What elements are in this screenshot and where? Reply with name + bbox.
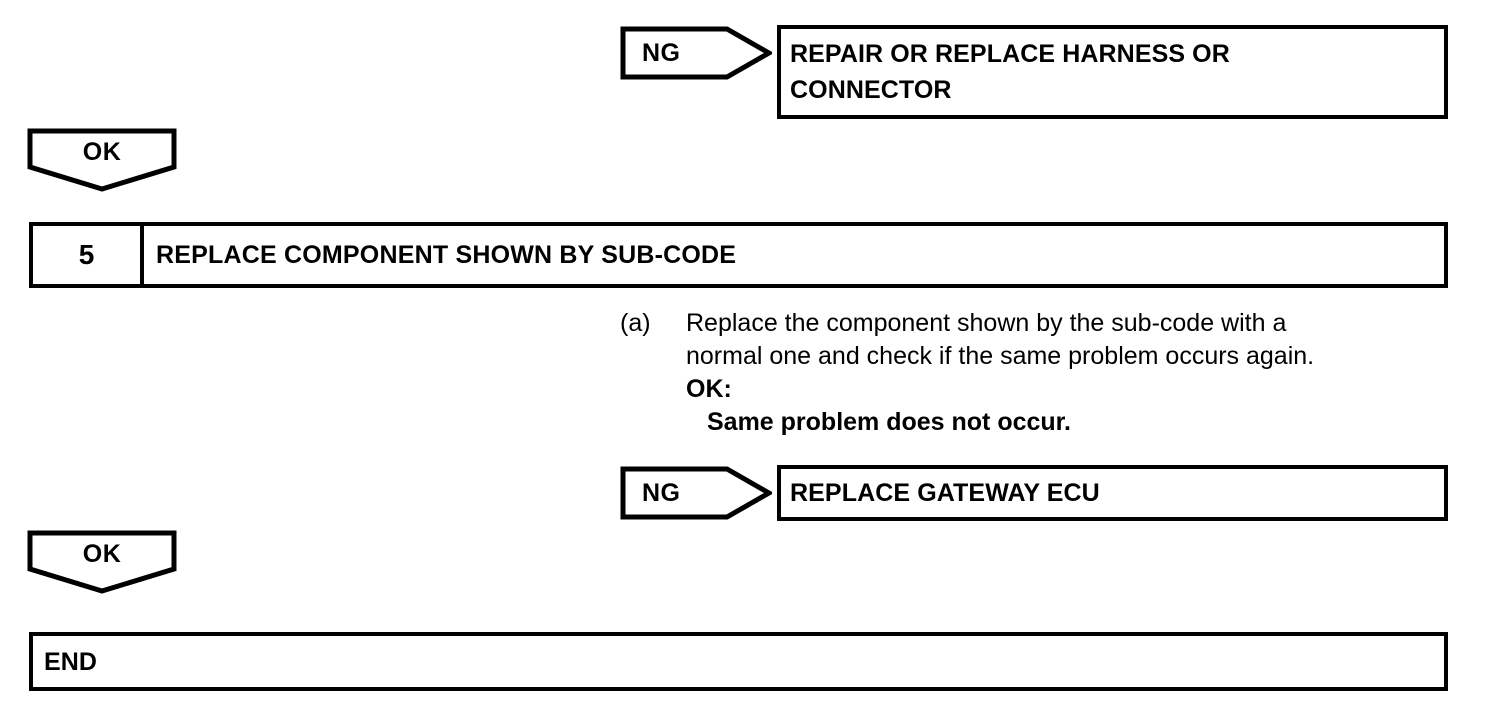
step-5-bar: 5 REPLACE COMPONENT SHOWN BY SUB-CODE (29, 222, 1448, 288)
procedure-ok-label: OK: (686, 375, 732, 403)
ng-result-box-1: REPAIR OR REPLACE HARNESS OR CONNECTOR (777, 25, 1448, 119)
ng-result-box-2: REPLACE GATEWAY ECU (777, 465, 1448, 521)
ng-branch-arrow-1: NG (620, 26, 772, 80)
ok-branch-chevron-1: OK (27, 128, 177, 192)
ok-branch-chevron-2: OK (27, 530, 177, 594)
procedure-marker: (a) (620, 309, 651, 337)
procedure-item-a: (a) Replace the component shown by the s… (620, 307, 1460, 373)
ok-chevron-shape-2 (27, 530, 177, 594)
ng-arrow-shape-2 (620, 466, 772, 520)
ng-branch-arrow-2: NG (620, 466, 772, 520)
step-title: REPLACE COMPONENT SHOWN BY SUB-CODE (156, 240, 737, 269)
ng-result-text-2: REPLACE GATEWAY ECU (790, 479, 1100, 507)
ok-branch-label-2: OK (82, 540, 122, 568)
ng-arrow-shape-1 (620, 26, 772, 80)
procedure-text: Replace the component shown by the sub-c… (686, 309, 1315, 370)
ok-branch-label-1: OK (82, 138, 122, 166)
procedure-ok-detail: Same problem does not occur. (707, 408, 1071, 436)
procedure-block: (a) Replace the component shown by the s… (620, 307, 1460, 439)
ng-result-text-1: REPAIR OR REPLACE HARNESS OR CONNECTOR (790, 40, 1230, 104)
ok-chevron-shape-1 (27, 128, 177, 192)
end-label: END (44, 647, 98, 676)
end-box: END (29, 632, 1448, 691)
ng-branch-label-1: NG (642, 38, 681, 67)
step-number: 5 (33, 226, 144, 284)
ng-branch-label-2: NG (642, 478, 681, 507)
